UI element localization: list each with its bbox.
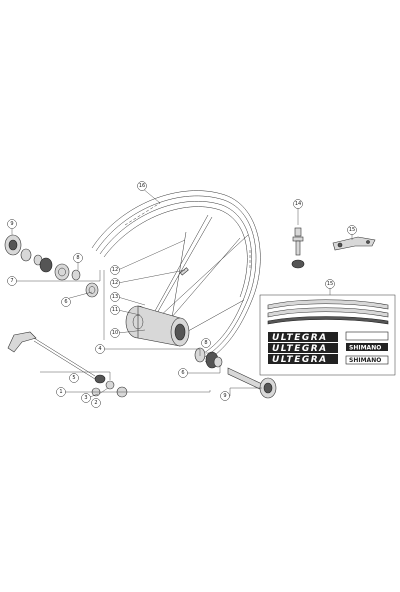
callout-14: 14 [293,199,303,209]
svg-text:15: 15 [327,281,333,287]
svg-text:9: 9 [223,393,226,399]
callout-2: 2 [91,398,101,408]
svg-text:14: 14 [295,201,301,207]
quick-release-lever [7,331,96,380]
svg-text:12: 12 [112,267,118,273]
callout-3-upper: 8 [73,253,83,263]
callout-8-right: 8 [201,338,211,348]
decal-maker-text-1: SHIMANO [349,345,381,352]
svg-text:3: 3 [84,395,87,401]
svg-text:1: 1 [59,389,62,395]
callout-12-b: 12 [110,278,120,288]
callout-11: 11 [110,305,120,315]
svg-text:6: 6 [181,370,184,376]
callout-12-a: 12 [110,265,120,275]
decal-brand-text-3: ULTEGRA [272,355,328,365]
callout-5: 5 [69,373,79,383]
svg-text:13: 13 [112,294,118,300]
callout-1: 1 [56,387,66,397]
valve-extender [291,227,305,269]
svg-text:8: 8 [76,255,79,261]
svg-text:8: 8 [204,340,207,346]
decal-sheet [259,294,396,376]
callout-6: 6 [61,297,71,307]
svg-text:2: 2 [94,400,97,406]
svg-text:4: 4 [98,346,101,352]
spoke-wrench-tool [332,236,376,251]
hub-body [125,305,190,347]
callout-6-right: 6 [178,368,188,378]
decal-brand-text-2: ULTEGRA [272,344,328,354]
spokes [149,214,249,341]
decal-brand-text-1: ULTEGRA [272,333,328,343]
callout-7: 7 [7,276,17,286]
callout-10: 10 [110,328,120,338]
svg-text:11: 11 [112,307,118,313]
callout-16: 16 [137,181,147,191]
callout-9-right: 9 [220,391,230,401]
svg-text:7: 7 [10,278,13,284]
svg-text:15: 15 [349,227,355,233]
svg-text:12: 12 [112,280,118,286]
lock-ring [4,234,22,256]
svg-text:16: 16 [139,183,145,189]
svg-text:9: 9 [10,221,13,227]
callout-13: 13 [110,292,120,302]
left-cone-set [20,248,99,298]
callout-15: 15 [325,279,335,289]
quick-release-nut-set [91,374,128,398]
svg-text:6: 6 [64,299,67,305]
axle [227,367,277,399]
callout-9-left: 9 [7,219,17,229]
decal-maker-text-2: SHIMANO [349,357,381,364]
svg-text:5: 5 [72,375,75,381]
svg-text:10: 10 [112,330,118,336]
leader-lines [11,187,353,399]
callout-4: 4 [95,344,105,354]
callout-17: 15 [347,225,357,235]
right-cone-set [194,347,223,369]
callout-3-lower: 3 [81,393,91,403]
